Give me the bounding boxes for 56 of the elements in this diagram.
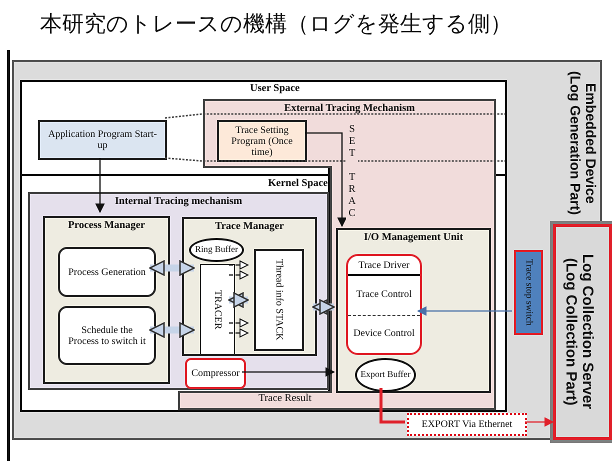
edge-label: SET TRAC (346, 124, 358, 220)
connector-line (380, 388, 405, 424)
process-box (185, 358, 246, 389)
box-label: Device Control (352, 328, 416, 339)
stack-box (254, 249, 304, 351)
box-label: EXPORT Via Ethernet (422, 419, 512, 430)
arrow (149, 260, 195, 276)
region-box (28, 192, 329, 390)
panel-title: Embedded Device (Log Generation Part) (567, 70, 598, 217)
module-box (182, 217, 317, 356)
title: 本研究のトレースの機構（ログを発生する側） (40, 12, 512, 38)
process-box (58, 306, 156, 365)
tracer-column (200, 264, 235, 355)
export-box (407, 413, 527, 436)
arrow (228, 292, 249, 308)
box-label: Thread info STACK (274, 259, 284, 341)
box-label: Application Program Start-up (48, 129, 158, 151)
module-title: Trace Manager (214, 221, 285, 233)
box-label: Trace Setting Program (Once time) (230, 124, 294, 158)
arrow (229, 260, 248, 270)
module-box (43, 216, 170, 384)
box-label: Ring Buffer (194, 245, 238, 255)
process-box (38, 120, 167, 160)
arrow (525, 418, 554, 426)
server-panel (553, 224, 612, 440)
panel-title: Log Collection Server (Log Collection Part) (562, 253, 595, 412)
box-label: Trace Control (355, 289, 413, 300)
box-label: Schedule the Process to switch it (67, 324, 147, 346)
box-label: Export Buffer (360, 370, 411, 380)
arrow (305, 132, 346, 226)
box-label: Compressor (191, 368, 240, 379)
process-box (217, 120, 307, 162)
arrow (229, 328, 248, 338)
device-panel (12, 60, 602, 440)
region-title: Kernel Space (268, 178, 328, 190)
box-label: Trace Driver (357, 260, 410, 271)
arrow (149, 322, 195, 338)
switch-box (514, 250, 543, 335)
box-label: Process Generation (68, 266, 146, 278)
buffer-ellipse (189, 238, 244, 262)
arrow (312, 299, 335, 315)
arrow (96, 158, 104, 212)
region-title: User Space (250, 83, 300, 95)
arrow (229, 270, 248, 280)
arrow (418, 306, 512, 316)
driver-box (346, 254, 422, 355)
region-title: Internal Tracing mechanism (114, 196, 244, 208)
box-label: TRACER (212, 290, 223, 330)
process-box (58, 247, 156, 297)
module-title: I/O Management Unit (362, 232, 464, 244)
arrow (229, 318, 248, 328)
module-title: Process Manager (66, 220, 146, 232)
arrow (242, 368, 334, 376)
module-box (336, 228, 491, 393)
region-title: External Tracing Mechanism (283, 103, 416, 115)
box-label: Trace stop switch (523, 259, 534, 326)
